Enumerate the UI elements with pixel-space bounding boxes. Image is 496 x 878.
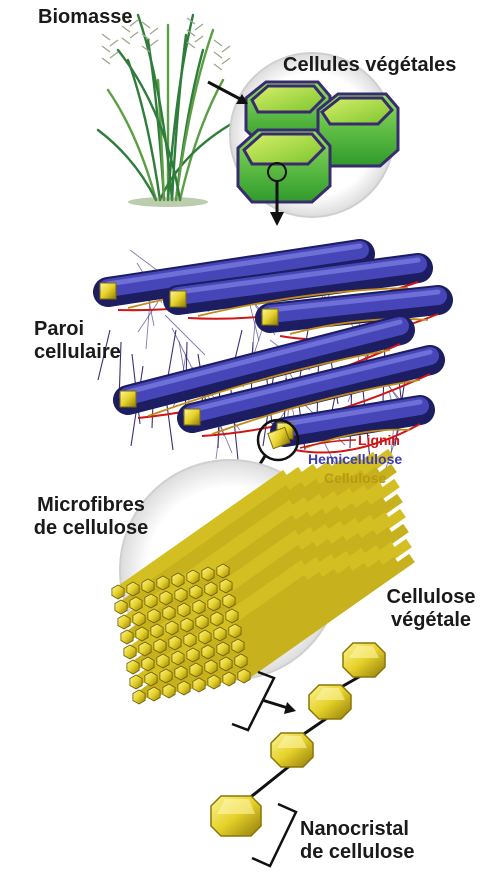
label-nanocrystal: Nanocristal de cellulose <box>300 818 415 864</box>
legend-lignin: Lignin <box>358 432 400 448</box>
label-microfibrils: Microfibres de cellulose <box>16 494 166 540</box>
arrow-to-chain <box>262 700 296 714</box>
label-cell-wall: Paroi cellulaire <box>34 318 121 364</box>
legend-cellulose: Cellulose <box>324 470 386 486</box>
label-plant-cellulose-line2: végétale <box>376 609 486 632</box>
plant-cells-icon <box>230 53 398 217</box>
label-nanocrystal-line1: Nanocristal <box>300 818 415 841</box>
biomass-grass-icon <box>98 14 238 207</box>
label-biomass: Biomasse <box>38 6 133 29</box>
label-cell-wall-line2: cellulaire <box>34 341 121 364</box>
label-microfibrils-line1: Microfibres <box>16 494 166 517</box>
label-cell-wall-line1: Paroi <box>34 318 121 341</box>
label-plant-cells: Cellules végétales <box>283 54 456 77</box>
label-microfibrils-line2: de cellulose <box>16 517 166 540</box>
label-nanocrystal-line2: de cellulose <box>300 841 415 864</box>
label-plant-cellulose: Cellulose végétale <box>376 586 486 632</box>
label-plant-cellulose-line1: Cellulose <box>376 586 486 609</box>
legend-hemicellulose: Hemicellulose <box>308 451 402 467</box>
